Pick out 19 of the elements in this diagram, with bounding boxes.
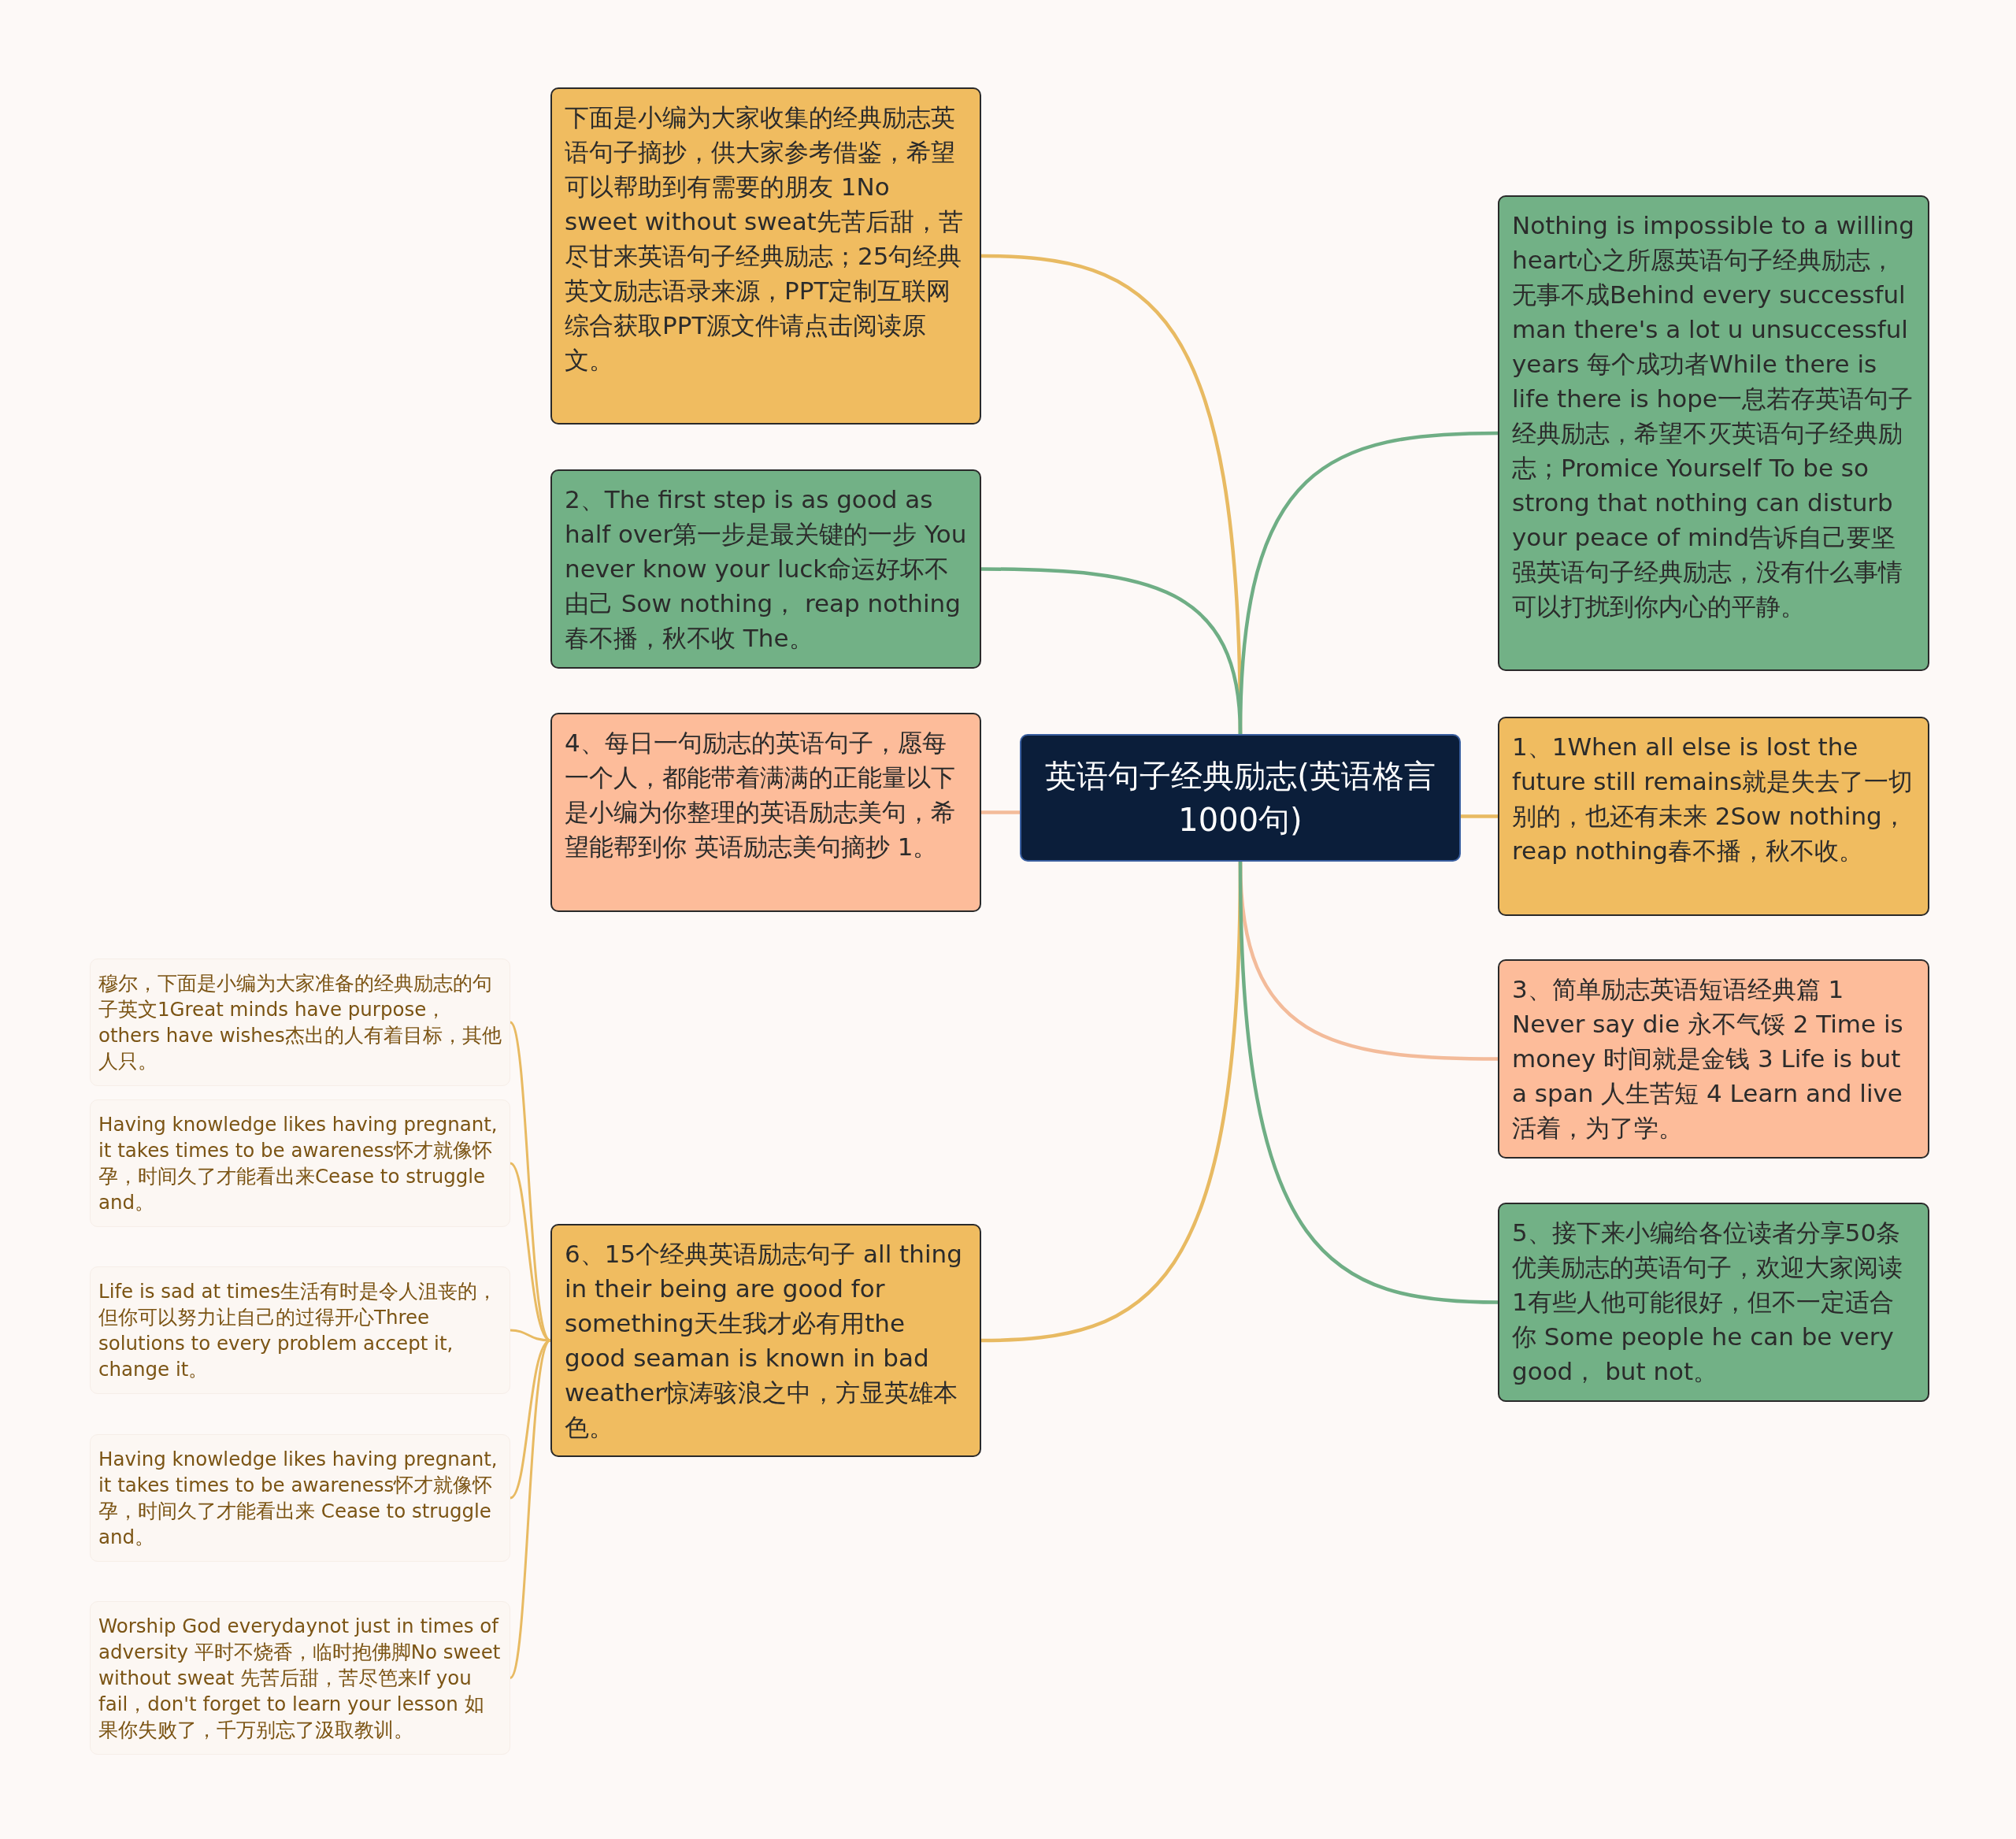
text-card: Having knowledge likes having pregnant, it takes times to be awareness怀才就像怀孕，时间久了才能看出来Cease to struggle and。: [90, 1099, 510, 1227]
topic-box: Nothing is impossible to a willing heart心之所愿英语句子经典励志，无事不成Behind every successful man there's a lot u unsuccessful years 每个成功者While there is life there is hope一息若存英语句子经典励志，希望不灭英语句子经典励志；Promice Yourself To be so strong that nothing can disturb your peace of mind告诉自己要坚强英语句子经典励志，没有什么事情可以打扰到你内心的平静。: [1498, 195, 1929, 671]
text-card: Having knowledge likes having pregnant, it takes times to be awareness怀才就像怀孕，时间久了才能看出来 Cease to struggle and。: [90, 1434, 510, 1562]
connector-line: [1461, 814, 1498, 818]
topic-box: 5、接下来小编给各位读者分享50条优美励志的英语句子，欢迎大家阅读 1有些人他可能很好，但不一定适合你 Some people he can be very good， but not。: [1498, 1203, 1929, 1402]
text-card: 穆尔，下面是小编为大家准备的经典励志的句子英文1Great minds have purpose， others have wishes杰出的人有着目标，其他人只。: [90, 958, 510, 1086]
topic-box: 6、15个经典英语励志句子 all thing in their being are good for something天生我才必有用the good seaman is known in bad weather惊涛骇浪之中，方显英雄本色。: [550, 1224, 981, 1457]
connector-line: [981, 810, 1020, 814]
topic-box: 2、The first step is as good as half over第一步是最关键的一步 You never know your luck命运好坏不由己 Sow nothing， reap nothing春不播，秋不收 The。: [550, 469, 981, 669]
text-card: Worship God everydaynot just in times of adversity 平时不烧香，临时抱佛脚No sweet without sweat 先苦后甜，苦尽笆来If you fail，don't forget to learn your lesson 如果你失败了，千万别忘了汲取教训。: [90, 1601, 510, 1755]
text-card: Life is sad at times生活有时是令人沮丧的，但你可以努力让自己的过得开心Three solutions to every problem accept it, change it。: [90, 1266, 510, 1394]
topic-box: 3、简单励志英语短语经典篇 1 Never say die 永不气馁 2 Time is money 时间就是金钱 3 Life is but a span 人生苦短 4 Learn and live 活着，为了学。: [1498, 959, 1929, 1159]
topic-box: 4、每日一句励志的英语句子，愿每一个人，都能带着满满的正能量以下是小编为你整理的英语励志美句，希望能帮到你 英语励志美句摘抄 1。: [550, 713, 981, 912]
connector-line: [1238, 431, 1499, 735]
topic-box: 1、1When all else is lost the future still remains就是失去了一切别的，也还有未来 2Sow nothing， reap nothing春不播，秋不收。: [1498, 717, 1929, 916]
connector-line: [1238, 861, 1499, 1304]
connector-line: [509, 1340, 552, 1679]
central-topic-box: 英语句子经典励志(英语格言1000句): [1020, 734, 1461, 862]
topic-box: 下面是小编为大家收集的经典励志英语句子摘抄，供大家参考借鉴，希望可以帮助到有需要的朋友 1No sweet without sweat先苦后甜，苦尽甘来英语句子经典励志；25句经典英文励志语录来源，PPT定制互联网综合获取PPT源文件请点击阅读原文。: [550, 87, 981, 425]
